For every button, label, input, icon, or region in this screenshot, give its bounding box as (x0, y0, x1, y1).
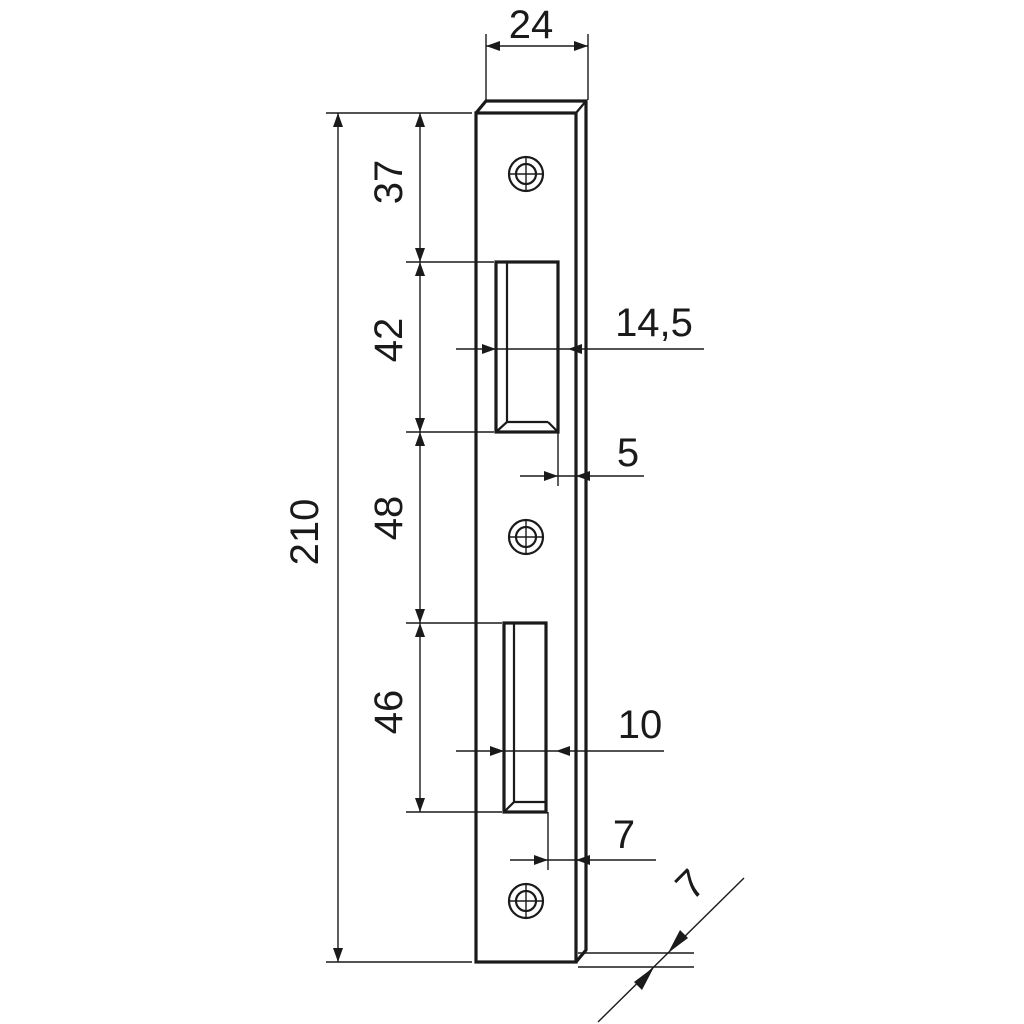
latch-opening-inner-corner (547, 421, 559, 433)
plate-top-edge (575, 100, 587, 114)
dimension-bolt-depth-label: 10 (618, 703, 663, 747)
dimension-bolt-edge-offset-label: 7 (613, 813, 635, 857)
dimension-thickness: 7 (578, 861, 745, 1023)
bolt-opening (502, 621, 548, 814)
screw-hole-bottom (507, 882, 545, 920)
plate-front-face (474, 111, 578, 964)
dimension-latch-edge-offset-label: 5 (617, 431, 639, 475)
dimension-latch-height-label: 42 (367, 318, 411, 363)
screw-hole-middle (507, 518, 545, 556)
dimension-thickness-label: 7 (667, 861, 714, 908)
bolt-opening-outline (502, 621, 548, 814)
latch-opening (494, 260, 560, 434)
dimension-latch-depth-label: 14,5 (615, 301, 693, 345)
dimension-latch-edge-offset: 5 (520, 431, 644, 486)
screw-hole-top (507, 155, 545, 193)
dimension-bolt-depth: 10 (456, 703, 664, 756)
dimension-total-height: 210 (283, 112, 472, 963)
dimension-bolt-edge-offset: 7 (510, 812, 656, 870)
dimension-bolt-height-label: 46 (367, 690, 411, 735)
dimension-chain: 37 42 48 46 (367, 113, 502, 813)
latch-opening-outline (494, 260, 560, 434)
dimension-total-height-label: 210 (283, 499, 327, 566)
strike-plate (474, 99, 588, 964)
dimension-top-to-latch-label: 37 (367, 160, 411, 205)
dimension-latch-depth: 14,5 (456, 301, 704, 354)
dimension-width-label: 24 (509, 3, 554, 47)
latch-opening-bevel (495, 262, 509, 433)
plate-side-face (474, 99, 588, 964)
dimension-latch-to-bolt-label: 48 (367, 496, 411, 541)
dimension-width: 24 (485, 3, 589, 100)
